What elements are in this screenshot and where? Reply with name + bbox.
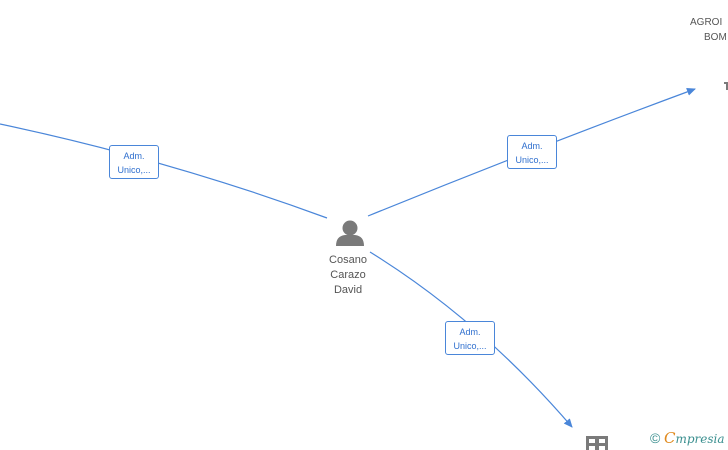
edge-left-to-person bbox=[0, 123, 328, 219]
person-node-label[interactable]: Cosano Carazo David bbox=[318, 253, 378, 298]
company-node-label[interactable]: AGROI BOM bbox=[690, 15, 728, 45]
edge-label-detail: Unico,... bbox=[453, 341, 487, 351]
copyright-symbol: © bbox=[650, 430, 661, 446]
empresia-watermark: © Cmpresia bbox=[650, 429, 725, 447]
building-icon[interactable] bbox=[724, 82, 728, 90]
person-name-line: Cosano bbox=[329, 254, 367, 266]
company-name-line: BOM bbox=[704, 32, 727, 43]
edge-label-detail: Unico,... bbox=[117, 165, 151, 175]
company-name-line: AGROI bbox=[690, 17, 723, 28]
edge-label-detail: Unico,... bbox=[515, 155, 549, 165]
edge-label-left[interactable]: Adm. Unico,... bbox=[109, 145, 159, 179]
brand-name: mpresia bbox=[675, 432, 725, 446]
person-name-line: David bbox=[333, 284, 363, 296]
edge-label-top-right[interactable]: Adm. Unico,... bbox=[507, 135, 557, 169]
building-icon[interactable] bbox=[586, 436, 608, 450]
edge-label-role: Adm. bbox=[459, 327, 481, 337]
edge-label-role: Adm. bbox=[123, 151, 145, 161]
person-name-line: Carazo bbox=[330, 269, 366, 281]
person-icon[interactable] bbox=[336, 220, 364, 247]
edge-label-bottom[interactable]: Adm. Unico,... bbox=[445, 321, 495, 355]
brand-initial: C bbox=[663, 429, 676, 447]
edge-label-role: Adm. bbox=[521, 141, 543, 151]
